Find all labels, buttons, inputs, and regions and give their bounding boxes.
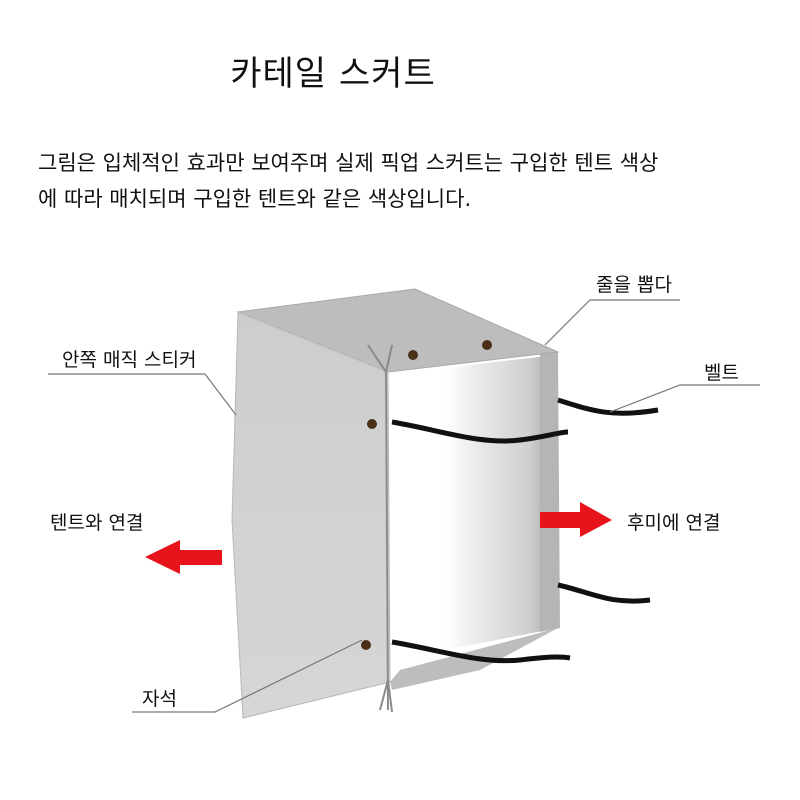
description-line-1: 그림은 입체적인 효과만 보여주며 실제 픽업 스커트는 구입한 텐트 색상 [38,151,659,175]
magnet-dot-upper [367,419,377,429]
label-connect-tent: 텐트와 연결 [50,512,144,534]
front-panel [231,311,391,719]
leader-magnet [132,639,363,713]
right-edge-panel [540,352,560,632]
leader-belt [609,384,760,413]
leader-pull-cord [544,299,680,346]
arrow-left-red [145,540,222,574]
magnet-dot-lower [361,640,371,650]
label-magnet: 자석 [142,688,177,710]
belt-strap-3 [557,582,651,604]
belt-strap-4 [391,639,571,664]
leader-inner-sticker [48,373,237,416]
inner-wall [445,355,558,650]
magnet-dot-top-1 [408,350,418,360]
pull-cord-top [367,344,393,375]
label-inner-magic-sticker: 안쪽 매직 스티커 [62,349,197,371]
belt-strap-1 [391,419,569,444]
label-connect-rear: 후미에 연결 [627,512,721,534]
magnet-dot-top-2 [482,340,492,350]
arrow-right-red [540,502,612,537]
label-belt: 벨트 [704,362,739,384]
description: 그림은 입체적인 효과만 보여주며 실제 픽업 스커트는 구입한 텐트 색상 에… [38,145,778,217]
seam-line [385,369,389,711]
page-title: 카테일 스커트 [230,54,436,94]
pull-cord-bottom [379,679,393,713]
description-line-2: 에 따라 매치되며 구입한 텐트와 같은 색상입니다. [38,187,472,211]
belt-strap-2 [557,397,659,416]
label-pull-cord: 줄을 뽑다 [596,274,672,296]
